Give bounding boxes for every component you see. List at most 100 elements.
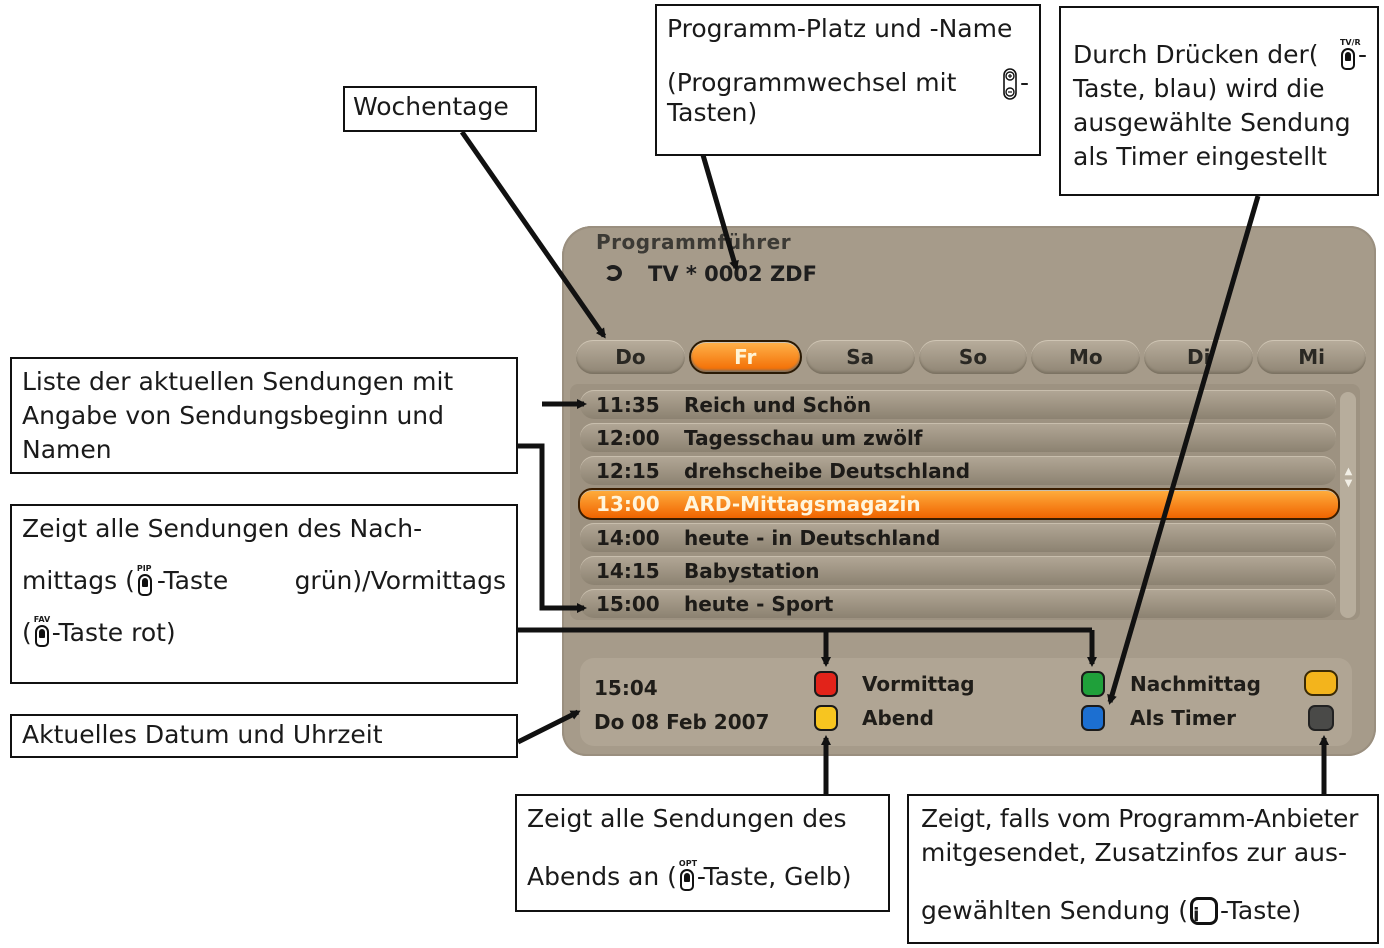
- programme-list: 11:35 Reich und Schön 12:00 Tagesschau um …: [570, 384, 1360, 620]
- tab-day-so[interactable]: So: [918, 340, 1028, 374]
- callout-text: Angabe von Sendungsbeginn und: [22, 401, 445, 430]
- red-button-icon: [814, 671, 838, 697]
- info-key-letter: i: [1193, 904, 1200, 926]
- programme-title: drehscheibe Deutschland: [684, 458, 971, 483]
- callout-text: mitgesendet, Zusatzinfos zur aus-: [921, 838, 1348, 867]
- callout-text-tail: TV/R-: [1338, 38, 1367, 72]
- programme-time: 14:15: [596, 558, 660, 583]
- callout-text: -Taste grün)/Vormittags: [156, 566, 506, 595]
- info-key-icon: i: [1190, 897, 1219, 926]
- callout-text: -: [1019, 68, 1029, 97]
- callout-text-line: gewählten Sendung (i -Taste): [921, 894, 1369, 928]
- legend-vormittag: Vormittag: [862, 672, 975, 696]
- tab-day-di[interactable]: Di: [1144, 340, 1254, 374]
- tv-radio-key-icon: TV/R: [1339, 38, 1361, 71]
- programme-row[interactable]: 11:35 Reich und Schön: [580, 390, 1336, 419]
- programme-row[interactable]: 15:00 heute - Sport: [580, 589, 1336, 618]
- pip-key-icon: PIP: [136, 564, 153, 597]
- programme-title: heute - in Deutschland: [684, 525, 941, 550]
- green-button-icon: [1081, 671, 1105, 697]
- callout-nachmittag: Zeigt alle Sendungen des Nach- mittags (…: [10, 504, 518, 684]
- callout-text: gewählten Sendung (: [921, 896, 1189, 925]
- key-tag: TV/R: [1339, 38, 1361, 47]
- legend-als-timer: Als Timer: [1130, 706, 1236, 730]
- channel-row: TV * 0002 ZDF: [604, 262, 817, 286]
- left-right-button-icon: [1304, 670, 1338, 696]
- callout-timer: Durch Drücken der( TV/R- Taste, blau) wi…: [1059, 6, 1379, 196]
- tab-day-mi[interactable]: Mi: [1257, 340, 1367, 374]
- callout-text: Taste, blau) wird die: [1073, 74, 1325, 103]
- callout-datum: Aktuelles Datum und Uhrzeit: [10, 714, 518, 758]
- callout-text-line: Durch Drücken der( TV/R-: [1073, 38, 1367, 72]
- programme-title: heute - Sport: [684, 591, 834, 616]
- legend-nachmittag: Nachmittag: [1130, 672, 1261, 696]
- programme-row[interactable]: 12:00 Tagesschau um zwölf: [580, 423, 1336, 452]
- callout-text-line: mittags (PIP -Taste grün)/Vormittags: [22, 564, 506, 598]
- programme-row[interactable]: 12:15 drehscheibe Deutschland: [580, 456, 1336, 485]
- programme-time: 15:00: [596, 591, 660, 616]
- tab-day-sa[interactable]: Sa: [805, 340, 915, 374]
- callout-text: Zeigt, falls vom Programm-Anbieter: [921, 804, 1359, 833]
- callout-text: ausgewählte Sendung: [1073, 108, 1351, 137]
- tab-day-do[interactable]: Do: [576, 340, 685, 374]
- callout-text: Wochentage: [353, 92, 509, 121]
- callout-text: Liste der aktuellen Sendungen mit: [22, 367, 454, 396]
- tab-day-mo[interactable]: Mo: [1031, 340, 1141, 374]
- key-tag: FAV: [33, 615, 51, 624]
- programme-row[interactable]: 14:00 heute - in Deutschland: [580, 523, 1336, 552]
- callout-wochentage: Wochentage: [343, 86, 537, 132]
- callout-text-head: mittags (PIP: [22, 564, 155, 598]
- programme-title: Tagesschau um zwölf: [684, 425, 923, 450]
- info-button-icon: [1308, 705, 1334, 731]
- callout-text-tail: -: [1000, 66, 1029, 100]
- key-tag: PIP: [136, 564, 152, 573]
- programme-time: 12:15: [596, 458, 660, 483]
- programme-row-selected[interactable]: 13:00 ARD-Mittagsmagazin: [578, 488, 1340, 520]
- callout-text: als Timer eingestellt: [1073, 142, 1327, 171]
- callout-text: -: [1357, 40, 1367, 69]
- callout-programm: Programm-Platz und -Name (Programmwechse…: [655, 4, 1041, 156]
- callout-text: Tasten): [667, 98, 758, 127]
- callout-text: Programm-Platz und -Name: [667, 14, 1013, 43]
- programme-time: 14:00: [596, 525, 660, 550]
- callout-text: Zeigt alle Sendungen des: [527, 804, 847, 833]
- channel-switch-icon: [604, 265, 622, 281]
- callout-abend: Zeigt alle Sendungen des Abends an (OPT-…: [515, 794, 890, 912]
- fav-key-icon: FAV: [33, 615, 51, 648]
- programme-title: ARD-Mittagsmagazin: [684, 492, 921, 516]
- callout-text: (Programmwechsel mit: [667, 68, 957, 97]
- current-time: 15:04: [594, 676, 658, 700]
- blue-button-icon: [1081, 705, 1105, 731]
- callout-text: Abends an (: [527, 862, 677, 891]
- day-tabs: Do Fr Sa So Mo Di Mi: [576, 340, 1367, 376]
- callout-liste: Liste der aktuellen Sendungen mit Angabe…: [10, 357, 518, 474]
- yellow-button-icon: [814, 705, 838, 731]
- programme-title: Babystation: [684, 558, 820, 583]
- legend-abend: Abend: [862, 706, 934, 730]
- callout-text: -Taste): [1220, 896, 1302, 925]
- callout-text: Aktuelles Datum und Uhrzeit: [22, 720, 383, 749]
- programme-row[interactable]: 14:15 Babystation: [580, 556, 1336, 585]
- channel-keys-icon: [1003, 68, 1017, 100]
- opt-key-icon: OPT: [678, 859, 698, 892]
- current-date: Do 08 Feb 2007: [594, 710, 770, 734]
- guide-title: Programmführer: [596, 230, 792, 254]
- programme-time: 11:35: [596, 392, 660, 417]
- callout-info: Zeigt, falls vom Programm-Anbieter mitge…: [907, 794, 1379, 944]
- callout-text: mittags (: [22, 566, 135, 595]
- key-tag: OPT: [678, 859, 698, 868]
- callout-text: -Taste rot): [51, 618, 176, 647]
- programme-time: 12:00: [596, 425, 660, 450]
- callout-text: Zeigt alle Sendungen des Nach-: [22, 514, 423, 543]
- programme-time: 13:00: [596, 492, 660, 516]
- programme-title: Reich und Schön: [684, 392, 872, 417]
- callout-text-line: (Programmwechsel mit -: [667, 66, 1029, 100]
- callout-text: Durch Drücken der(: [1073, 40, 1319, 69]
- tab-day-fr[interactable]: Fr: [688, 340, 802, 374]
- channel-name: TV * 0002 ZDF: [648, 262, 817, 286]
- scroll-arrows-icon: ▲▼: [1344, 466, 1353, 489]
- list-scrollbar[interactable]: [1340, 392, 1356, 618]
- callout-text-line: Abends an (OPT-Taste, Gelb): [527, 859, 878, 894]
- callout-text-line: (FAV-Taste rot): [22, 615, 506, 650]
- callout-text: Namen: [22, 435, 112, 464]
